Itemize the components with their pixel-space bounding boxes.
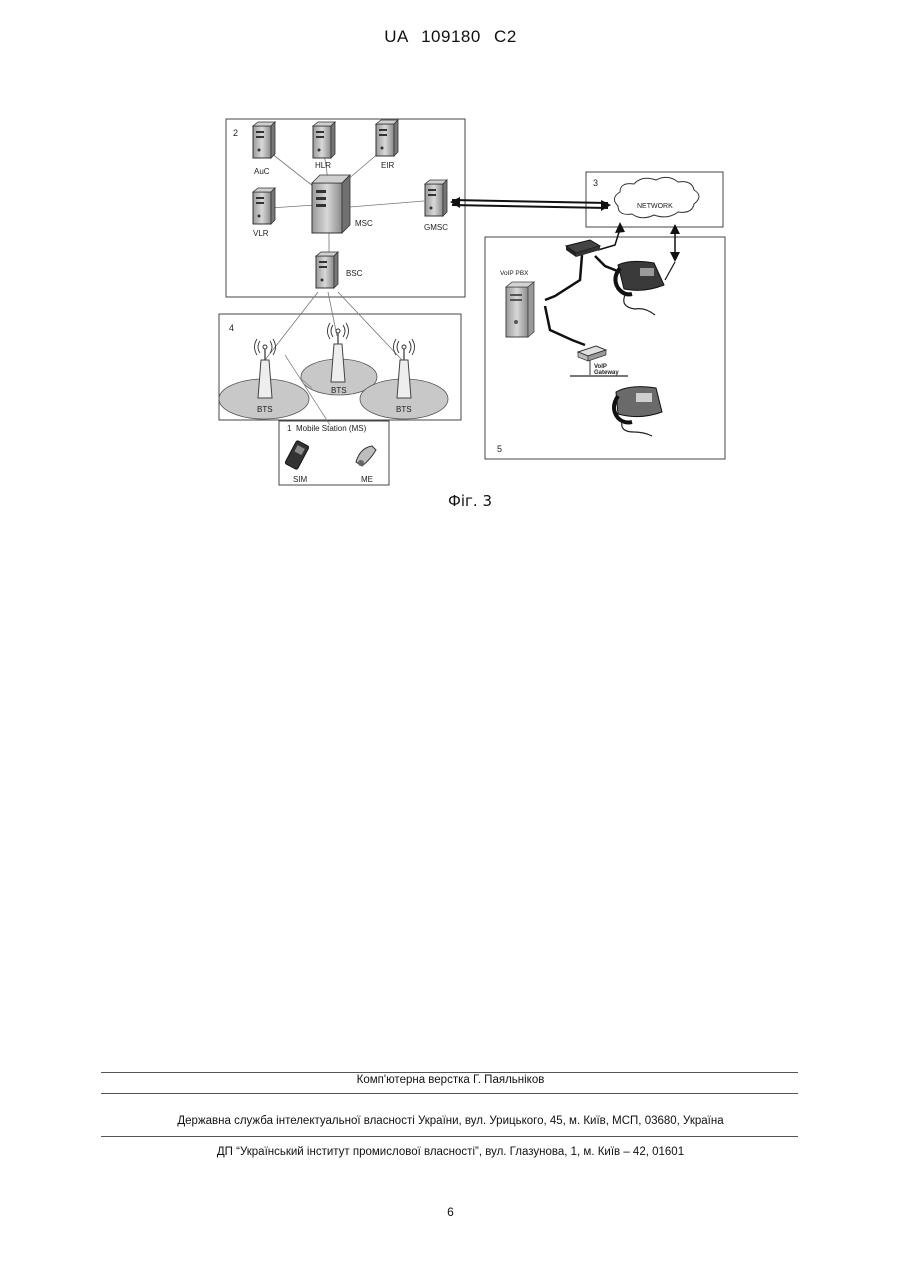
footer-rule-bottom [101,1136,798,1137]
public-network-box: 3 NETWORK [586,172,723,227]
voip-gateway-icon [578,346,606,361]
msc-label: MSC [355,219,373,228]
router-icon [566,240,600,257]
ip-phone-bottom-icon [614,387,662,436]
sim-label: SIM [293,475,308,484]
sim-phone-icon [285,440,310,470]
mobile-station-title: Mobile Station (MS) [296,424,367,433]
vlr-server-icon [253,188,275,224]
bts-center-label: BTS [331,386,347,395]
box-number-3: 3 [593,178,598,188]
me-label: ME [361,475,373,484]
eir-label: EIR [381,161,395,170]
bts-right-label: BTS [396,405,412,414]
gmsc-server-icon [425,180,447,216]
footer-typesetting: Комп'ютерна верстка Г. Паяльніков [0,1074,901,1086]
msc-server-icon [312,175,350,233]
me-phone-icon [356,446,376,466]
vlr-label: VLR [253,229,269,238]
ip-phone-top-icon [615,261,664,315]
box-number-1: 1 [287,424,292,433]
hlr-label: HLR [315,161,331,170]
page-number: 6 [0,1205,901,1219]
voip-pbx-server-icon [506,282,534,337]
gmsc-label: GMSC [424,223,448,232]
voip-box: 5 VoIP PBX [485,222,725,459]
bts-left-label: BTS [257,405,273,414]
hlr-server-icon [313,122,335,158]
voip-links [545,222,680,376]
footer-rule-middle [101,1093,798,1094]
box-number-5: 5 [497,444,502,454]
footer-agency: Державна служба інтелектуальної власност… [0,1115,901,1127]
gmsc-network-link [450,197,611,211]
footer-institute: ДП “Український інститут промислової вла… [0,1146,901,1158]
voip-gateway-label-line2: Gateway [594,370,619,376]
auc-server-icon [253,122,275,158]
voip-pbx-label: VoIP PBX [500,270,529,277]
core-network-box: 2 AuC HLR EIR VLR MSC GMSC BSC [226,119,465,297]
bsc-label: BSC [346,269,363,278]
radio-access-box: 4 BTS BTS BTS [219,292,461,425]
box-number-4: 4 [229,323,234,333]
eir-server-icon [376,120,398,156]
network-cloud-label: NETWORK [637,203,673,210]
footer-rule-top [101,1072,798,1073]
mobile-station-box: 1 Mobile Station (MS) SIM ME [279,421,389,485]
auc-label: AuC [254,167,270,176]
figure-caption: Фіг. 3 [0,492,901,510]
bsc-server-icon [316,252,338,288]
box-number-2: 2 [233,128,238,138]
network-diagram-figure: 2 AuC HLR EIR VLR MSC GMSC BSC 4 [0,0,901,520]
